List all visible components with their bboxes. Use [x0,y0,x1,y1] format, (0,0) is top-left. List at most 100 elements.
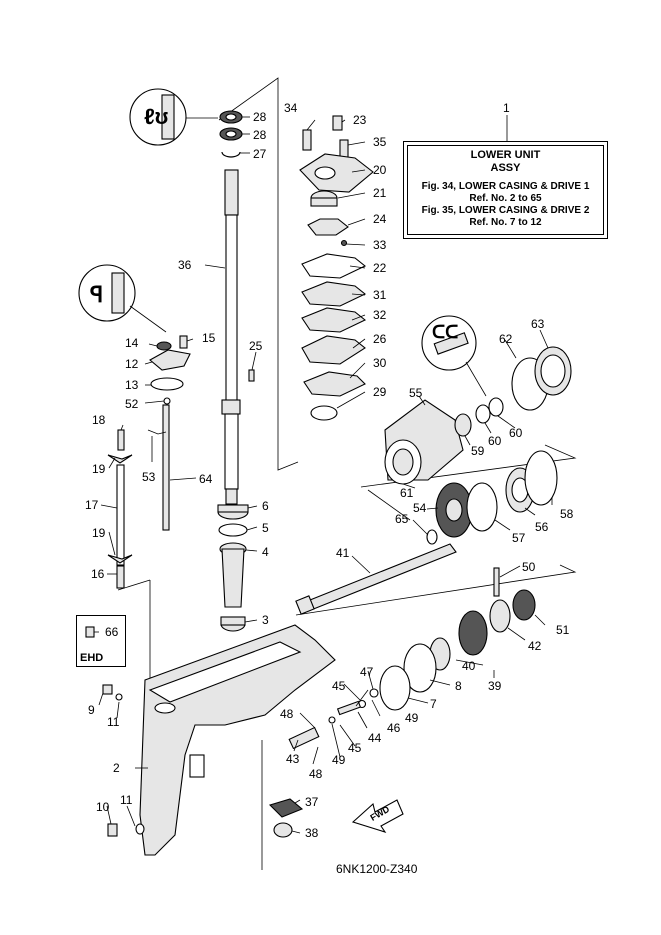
callout-27: 27 [253,147,267,161]
note-title-1: LOWER UNIT [470,149,541,161]
callout-41: 41 [336,546,350,560]
callout-44: 44 [368,731,382,745]
callout-28b: 28 [253,128,267,142]
callout-50: 50 [522,560,536,574]
callout-9: 9 [88,703,95,717]
callout-6: 6 [262,499,269,513]
note-ref-2-range: Ref. No. 7 to 12 [469,217,542,228]
callout-21: 21 [373,186,387,200]
callout-43: 43 [286,752,300,766]
note-ref-2: Fig. 35, LOWER CASING & DRIVE 2 [421,205,590,216]
callout-26: 26 [373,332,387,346]
callout-20: 20 [373,163,387,177]
callout-32: 32 [373,308,387,322]
detail-circle-3: ᑕᑕ [421,315,487,397]
callout-24: 24 [373,212,387,226]
callout-48a: 48 [280,707,294,721]
callout-11b: 11 [120,793,133,807]
callout-66: 66 [105,625,119,639]
callout-51: 51 [556,623,570,637]
callout-48b: 48 [309,767,323,781]
callout-57: 57 [512,531,526,545]
diagram-code: 6NK1200-Z340 [336,862,418,876]
callout-46: 46 [387,721,401,735]
bolt-25 [248,369,255,382]
water-pump [299,115,374,421]
callout-47: 47 [360,665,374,679]
callout-19b: 19 [92,526,106,540]
callout-14: 14 [125,336,139,350]
callout-36: 36 [178,258,192,272]
svg-text:ꟼ: ꟼ [90,282,103,307]
callout-29: 29 [373,385,387,399]
lower-casing [135,624,336,856]
callout-59: 59 [471,444,485,458]
callout-40: 40 [462,659,476,673]
callout-35: 35 [373,135,387,149]
callout-62: 62 [499,332,513,346]
callout-3: 3 [262,613,269,627]
callout-28a: 28 [253,110,267,124]
bearing-28 [219,110,243,141]
callout-10: 10 [96,800,110,814]
callout-11a: 11 [107,715,120,729]
callout-61: 61 [400,486,414,500]
callout-12: 12 [125,357,139,371]
propeller-shaft [295,543,457,615]
callout-64: 64 [199,472,213,486]
callout-39: 39 [488,679,502,693]
callout-23: 23 [353,113,367,127]
callout-25: 25 [249,339,263,353]
callout-7: 7 [430,697,437,711]
callout-45b: 45 [348,741,362,755]
circlip-27 [221,151,241,158]
plugs [102,684,123,837]
ehd-box: EHD [76,615,126,667]
drive-shaft [221,169,241,505]
callout-53: 53 [142,470,156,484]
callout-17: 17 [85,498,99,512]
detail-circle-2: ꟼ [78,264,167,333]
propeller-housing [384,346,572,485]
pinion-group [268,798,304,838]
svg-text:ℓʊ: ℓʊ [144,104,168,129]
callout-5: 5 [262,521,269,535]
note-ref-1-range: Ref. No. 2 to 65 [469,193,542,204]
callout-60a: 60 [488,434,502,448]
callout-37: 37 [305,795,319,809]
callout-60b: 60 [509,426,523,440]
assembly-note-box: LOWER UNIT ASSY Fig. 34, LOWER CASING & … [403,141,608,239]
shift-assembly [107,335,191,589]
callout-56: 56 [535,520,549,534]
callout-63: 63 [531,317,545,331]
forward-gear-group [426,450,558,545]
callout-54: 54 [413,501,427,515]
fwd-arrow-icon [351,799,404,833]
svg-text:ᑕᑕ: ᑕᑕ [432,322,458,342]
callout-13: 13 [125,378,139,392]
bearing-stack [217,504,249,632]
note-title-2: ASSY [490,162,521,174]
callout-45a: 45 [332,679,346,693]
callout-49a: 49 [405,711,419,725]
callout-22: 22 [373,261,387,275]
callout-65: 65 [395,512,409,526]
callout-55: 55 [409,386,423,400]
leader-lines [94,115,553,834]
callout-31: 31 [373,288,387,302]
callout-8: 8 [455,679,462,693]
callout-52: 52 [125,397,139,411]
callout-15: 15 [202,331,216,345]
callout-18: 18 [92,413,106,427]
callout-49b: 49 [332,753,346,767]
callout-19a: 19 [92,462,106,476]
callout-58: 58 [560,507,574,521]
callout-33: 33 [373,238,387,252]
callout-labels: 1 2 3 4 5 6 7 8 9 10 11 11 12 13 14 15 1… [85,101,574,840]
note-ref-1: Fig. 34, LOWER CASING & DRIVE 1 [421,181,590,192]
ehd-label: EHD [80,652,104,664]
detail-circle-1: ℓʊ [129,88,218,146]
callout-2: 2 [113,761,120,775]
callout-38: 38 [305,826,319,840]
